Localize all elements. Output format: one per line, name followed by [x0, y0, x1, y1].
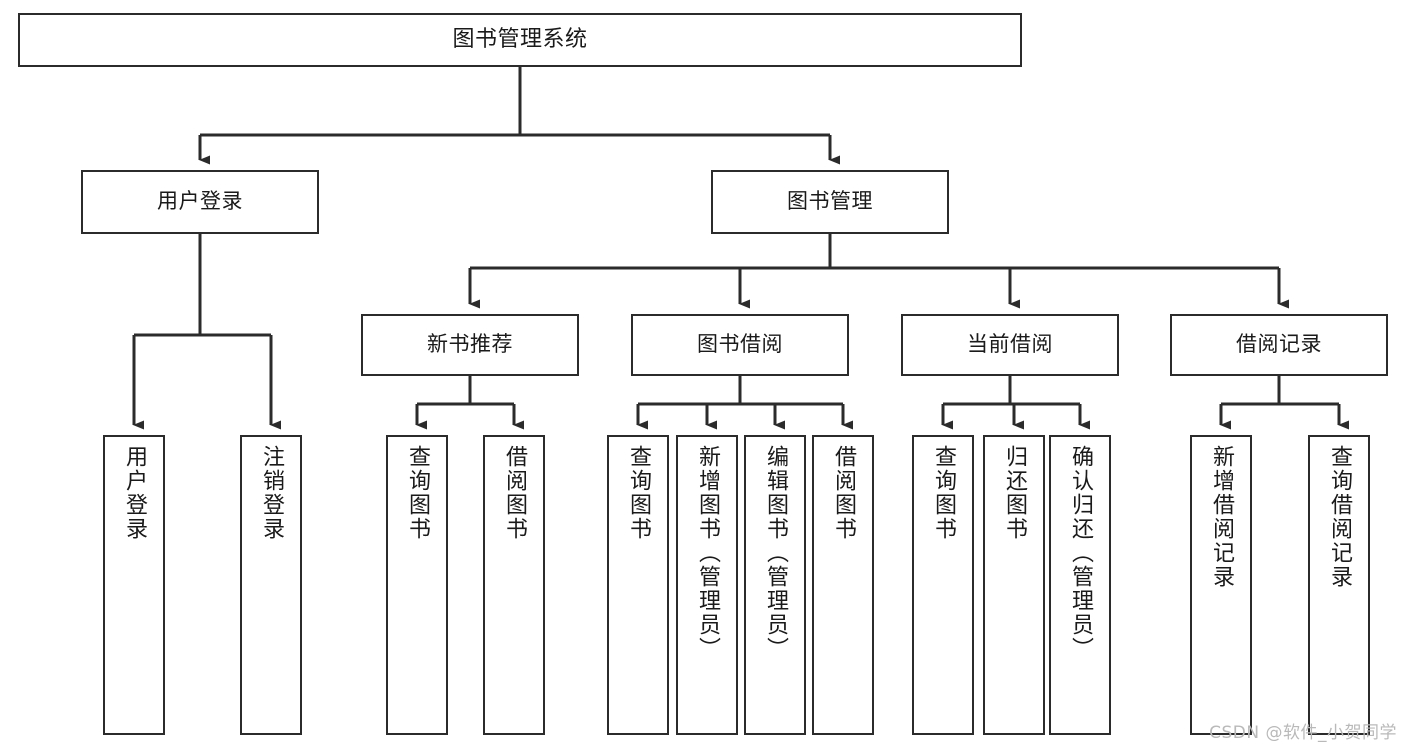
node-leaf-user-logout[interactable]: 注销登录	[240, 435, 302, 735]
node-leaf-return-book[interactable]: 归还图书	[983, 435, 1045, 735]
node-leaf-query-book-recommend-label: 查询图书	[405, 445, 430, 541]
node-leaf-add-book-admin-label: 新增图书（管理员）	[695, 445, 720, 661]
connector-group-book-borrow	[636, 376, 853, 430]
node-leaf-add-borrow-record[interactable]: 新增借阅记录	[1190, 435, 1252, 735]
node-leaf-borrow-book-label: 借阅图书	[831, 445, 856, 541]
node-book-manage[interactable]: 图书管理	[711, 170, 949, 234]
node-leaf-query-borrow-record-label: 查询借阅记录	[1327, 445, 1352, 589]
node-leaf-user-login[interactable]: 用户登录	[103, 435, 165, 735]
node-leaf-query-book-recommend[interactable]: 查询图书	[386, 435, 448, 735]
connector-group-current-borrow	[941, 376, 1090, 430]
node-new-book-recommend[interactable]: 新书推荐	[361, 314, 579, 376]
node-leaf-borrow-book-recommend-label: 借阅图书	[502, 445, 527, 541]
node-leaf-query-book-current-label: 查询图书	[931, 445, 956, 541]
connector-group-user-login	[132, 234, 281, 430]
node-user-login[interactable]: 用户登录	[81, 170, 319, 234]
connector-group-root	[198, 67, 840, 165]
node-current-borrow-label: 当前借阅	[967, 332, 1053, 357]
node-book-manage-label: 图书管理	[787, 189, 873, 214]
node-root[interactable]: 图书管理系统	[18, 13, 1022, 67]
node-leaf-borrow-book[interactable]: 借阅图书	[812, 435, 874, 735]
node-leaf-user-logout-label: 注销登录	[259, 445, 284, 541]
node-leaf-borrow-book-recommend[interactable]: 借阅图书	[483, 435, 545, 735]
node-current-borrow[interactable]: 当前借阅	[901, 314, 1119, 376]
node-leaf-query-borrow-record[interactable]: 查询借阅记录	[1308, 435, 1370, 735]
node-user-login-label: 用户登录	[157, 189, 243, 214]
node-borrow-record[interactable]: 借阅记录	[1170, 314, 1388, 376]
node-leaf-user-login-label: 用户登录	[122, 445, 147, 541]
node-root-label: 图书管理系统	[452, 26, 588, 52]
node-book-borrow[interactable]: 图书借阅	[631, 314, 849, 376]
node-leaf-query-book-borrow-label: 查询图书	[626, 445, 651, 541]
node-leaf-return-book-label: 归还图书	[1002, 445, 1027, 541]
node-leaf-add-book-admin[interactable]: 新增图书（管理员）	[676, 435, 738, 735]
connector-group-new-book-rec	[415, 376, 524, 430]
node-leaf-confirm-return-admin[interactable]: 确认归还（管理员）	[1049, 435, 1111, 735]
node-leaf-edit-book-admin[interactable]: 编辑图书（管理员）	[744, 435, 806, 735]
node-new-book-recommend-label: 新书推荐	[427, 332, 513, 357]
node-leaf-edit-book-admin-label: 编辑图书（管理员）	[763, 445, 788, 661]
connector-group-borrow-record	[1219, 376, 1349, 430]
connector-group-book-manage	[468, 234, 1289, 309]
node-leaf-add-borrow-record-label: 新增借阅记录	[1209, 445, 1234, 589]
node-leaf-query-book-current[interactable]: 查询图书	[912, 435, 974, 735]
node-borrow-record-label: 借阅记录	[1236, 332, 1322, 357]
node-book-borrow-label: 图书借阅	[697, 332, 783, 357]
csdn-watermark: CSDN @软件_小贺同学	[1209, 723, 1397, 743]
node-leaf-query-book-borrow[interactable]: 查询图书	[607, 435, 669, 735]
node-leaf-confirm-return-admin-label: 确认归还（管理员）	[1068, 445, 1093, 661]
